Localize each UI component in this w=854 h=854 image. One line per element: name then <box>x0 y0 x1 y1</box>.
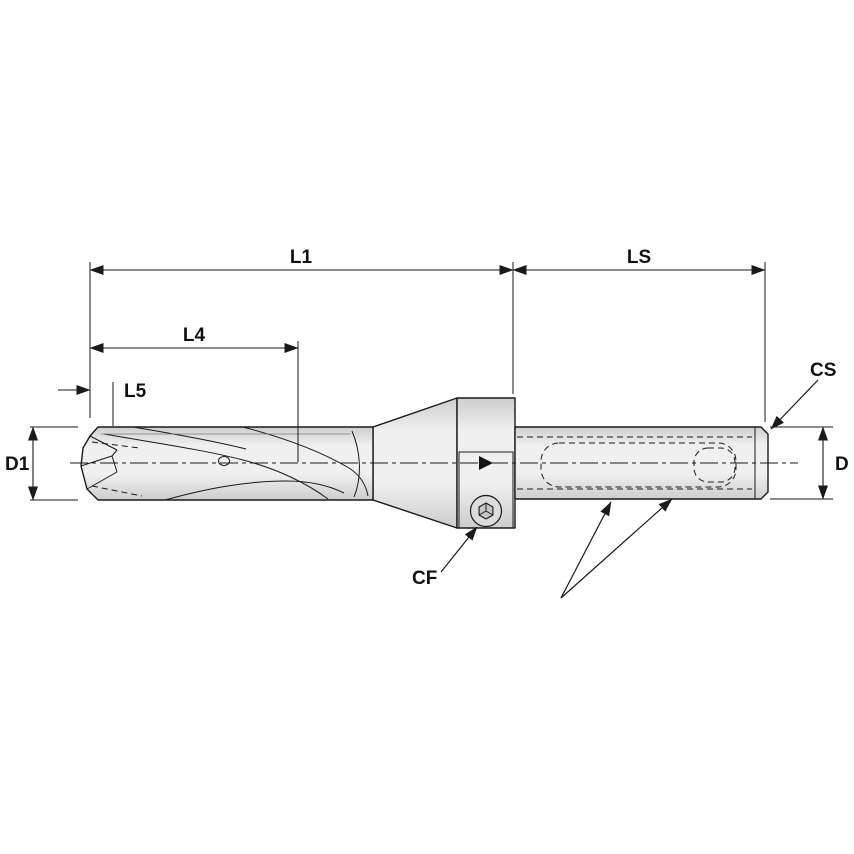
tip-hidden-line <box>91 441 141 449</box>
flute-curve <box>164 480 345 501</box>
flute-curve <box>242 426 369 497</box>
dimension-l4: L4 <box>89 325 299 462</box>
dimension-d: D <box>770 426 849 500</box>
callout-cf-label: CF <box>412 568 437 589</box>
flange-clamp-block <box>458 451 514 529</box>
shank-flat-pocket-hidden <box>540 442 737 488</box>
flute-curve <box>103 433 329 500</box>
shank-leader-lines <box>560 498 673 599</box>
flute-runout-curve <box>351 430 360 498</box>
drill-body <box>70 397 798 529</box>
dimension-d1-label: D1 <box>5 454 30 475</box>
dimension-ls: LS <box>512 247 766 422</box>
flute-curve <box>132 426 247 450</box>
callout-cs-label: CS <box>810 360 836 381</box>
dimension-l4-label: L4 <box>183 325 206 346</box>
callout-cs: CS <box>770 360 836 430</box>
dimension-l5-label: L5 <box>124 381 147 402</box>
clamp-screw-icon <box>469 494 503 528</box>
dimension-d-label: D <box>835 454 849 475</box>
dimension-l1: L1 <box>89 247 514 418</box>
dimension-l5: L5 <box>58 381 147 426</box>
callout-cf: CF <box>412 526 478 589</box>
tip-facet-line <box>80 455 113 467</box>
dimension-ls-label: LS <box>627 247 651 268</box>
coolant-hole <box>218 456 230 466</box>
tip-hidden-line <box>91 485 143 497</box>
shank-pocket-end-hidden <box>693 447 736 483</box>
dimension-l1-label: L1 <box>290 247 313 268</box>
dimension-d1: D1 <box>5 426 78 501</box>
tip-facet-line <box>111 449 118 473</box>
